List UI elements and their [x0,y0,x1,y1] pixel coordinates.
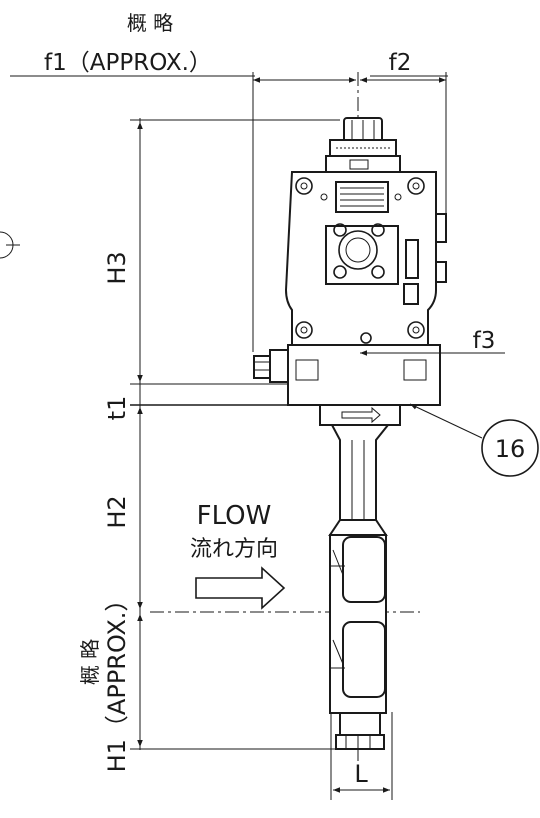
t1-label: t1 [103,396,131,421]
l-label: L [354,760,368,788]
callout-number: 16 [495,435,526,463]
h2-label: H2 [103,495,131,528]
valve-neck [319,404,401,536]
callout-bubble [481,419,539,477]
edge-symbol-partial [0,231,20,259]
h1-approx-jp-label: 概 略 [78,639,102,685]
actuator [284,117,447,346]
callout-leader [409,403,483,439]
flow-arrow [195,566,286,610]
f1-approx-jp-label: 概 略 [127,11,173,35]
flow-label-jp: 流れ方向 [190,537,278,562]
mounting-bracket [253,344,441,406]
valve-body [329,534,387,750]
flow-label: FLOW [197,501,272,531]
f1-label: f1（APPROX.） [44,50,212,76]
f2-label: f2 [389,50,412,76]
h3-label: H3 [103,251,131,284]
f3-label: f3 [473,328,496,354]
h1-label: H1（APPROX.） [103,588,131,773]
